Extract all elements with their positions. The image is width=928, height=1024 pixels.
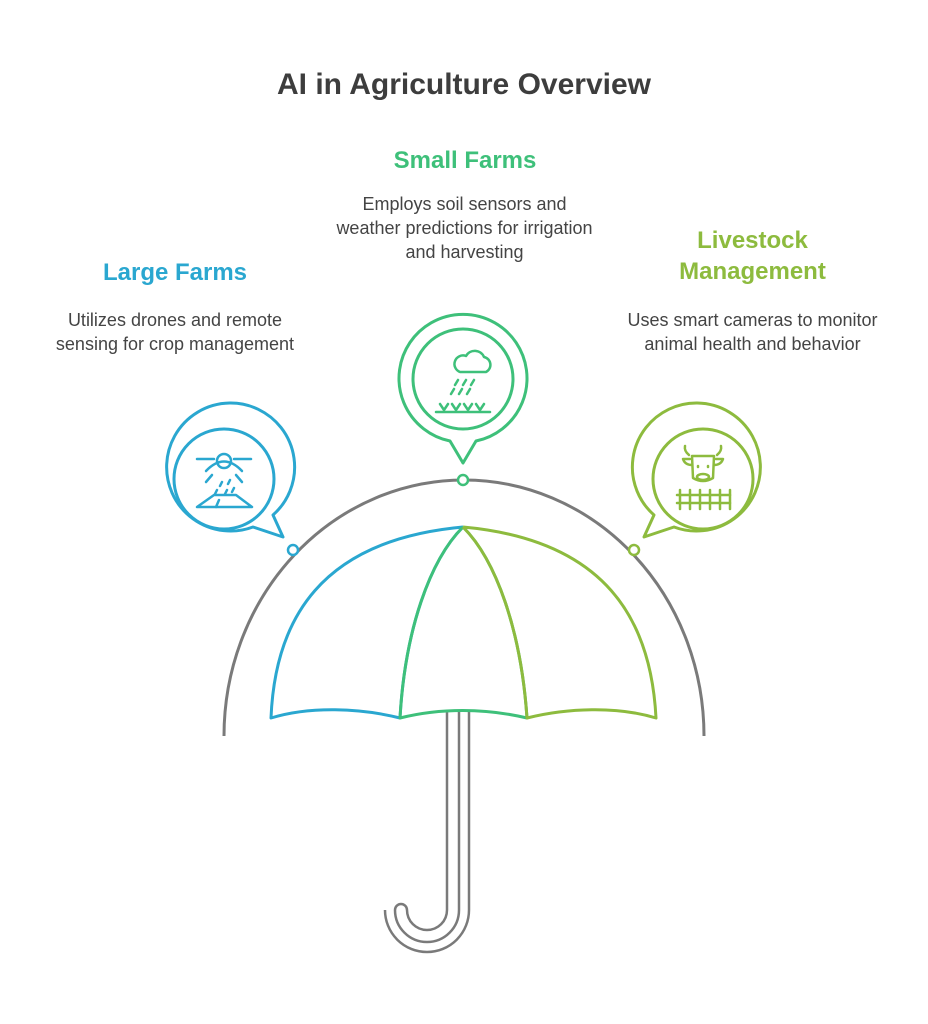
umbrella-canopy (269, 525, 658, 720)
large-farms-description: Utilizes drones and remote sensing for c… (55, 310, 295, 354)
cow-fence-icon (675, 444, 732, 511)
umbrella-handle (383, 712, 471, 954)
connector-dot-small (456, 473, 470, 487)
rain-cloud-crops-icon (434, 349, 492, 414)
livestock-heading: Livestock Management (679, 227, 826, 285)
livestock-description: Uses smart cameras to monitor animal hea… (627, 310, 878, 354)
connector-dot-livestock (627, 543, 641, 557)
page-title: AI in Agriculture Overview (277, 68, 651, 101)
canopy-panel-blue (269, 525, 465, 720)
outer-arc (222, 478, 706, 737)
large-farms-bubble (165, 401, 297, 539)
small-farms-heading: Small Farms (393, 147, 537, 174)
small-farms-bubble (397, 312, 529, 465)
canopy-panel-green (398, 525, 529, 720)
canopy-panel-lime (461, 525, 658, 720)
connector-dot-large (286, 543, 300, 557)
livestock-bubble (630, 401, 762, 539)
large-farms-heading: Large Farms (102, 259, 248, 286)
small-farms-description: Employs soil sensors and weather predict… (336, 194, 593, 262)
drone-spraying-field-icon (195, 452, 254, 509)
